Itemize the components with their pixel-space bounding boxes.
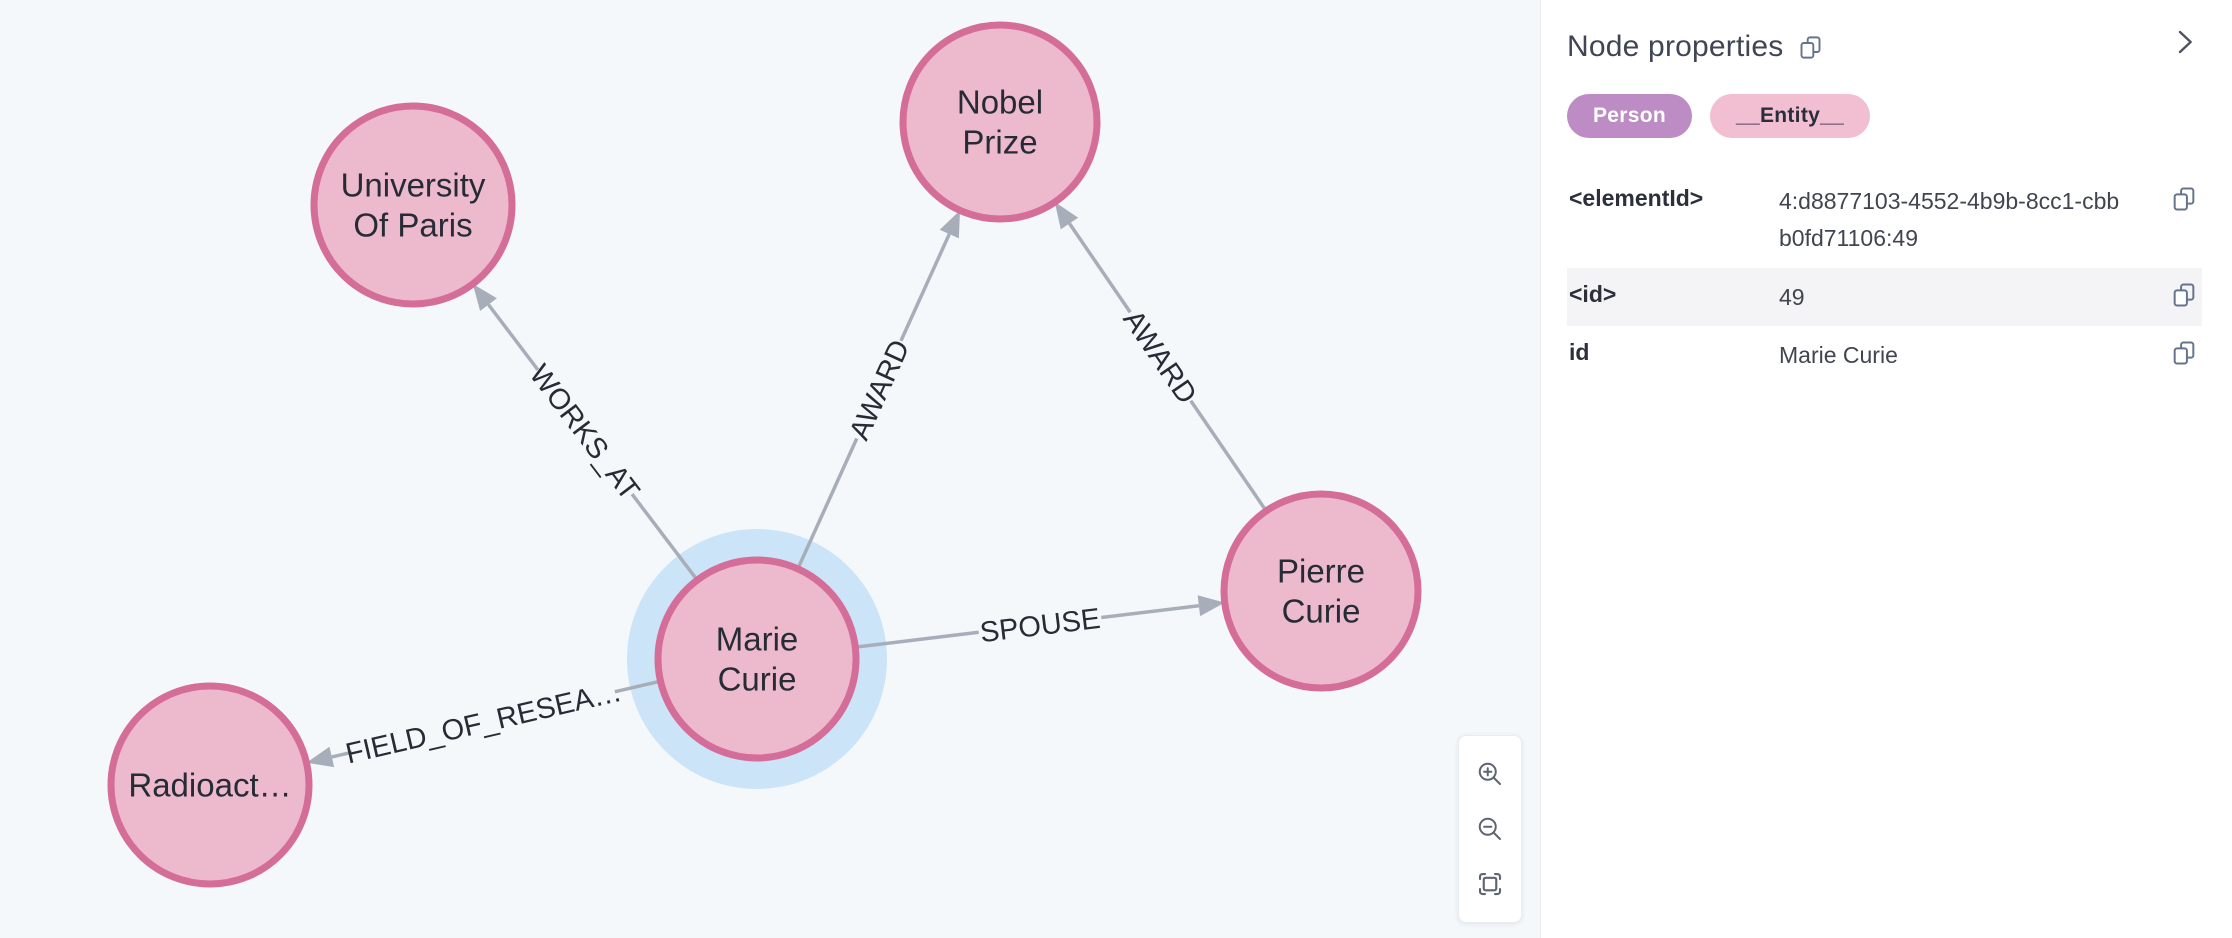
node-caption: Curie (1282, 593, 1361, 630)
node-caption: Marie (716, 621, 799, 658)
copy-icon (2170, 281, 2198, 309)
copy-value-button[interactable] (2170, 281, 2198, 309)
graph-svg: WORKS_AT AWARD AWARD SPOUSE FIELD_OF_RESEA… U… (107, 21, 1422, 888)
node-caption: Of Paris (353, 207, 472, 244)
chevron-right-icon (2168, 26, 2200, 58)
collapse-panel-button[interactable] (2168, 26, 2200, 58)
property-row-id-internal: <id> 49 (1567, 267, 2202, 327)
copy-value-button[interactable] (2170, 185, 2198, 213)
arrowhead (1197, 595, 1225, 617)
fit-view-icon (1475, 869, 1505, 899)
relationship-caption: WORKS_AT (523, 359, 646, 506)
graph-canvas[interactable]: WORKS_AT AWARD AWARD SPOUSE FIELD_OF_RESEA… U… (0, 0, 1540, 938)
node-circle (1220, 490, 1422, 692)
property-key: id (1569, 339, 1590, 366)
node-circle (310, 102, 516, 308)
node-circle (899, 21, 1101, 223)
copy-icon (1797, 34, 1824, 61)
property-row-elementid: <elementId> 4:d8877103-4552-4b9b-8cc1-cb… (1567, 172, 2202, 268)
node-labels: Person __Entity__ (1567, 94, 2202, 138)
property-value: 4:d8877103-4552-4b9b-8cc1-cbbb0fd71106:4… (1779, 188, 2120, 251)
copy-value-button[interactable] (2170, 339, 2198, 367)
relationship-works-at[interactable]: WORKS_AT (472, 283, 699, 582)
property-value: 49 (1779, 283, 1805, 310)
node-circle (654, 556, 860, 762)
graph-node-radioactivity[interactable]: Radioact… (107, 682, 313, 888)
relationship-caption-bg (838, 332, 920, 447)
node-caption: Curie (718, 661, 797, 698)
property-key: <id> (1569, 280, 1617, 307)
zoom-toolbar (1458, 735, 1522, 923)
arrowhead (472, 283, 497, 311)
panel-title: Node properties (1567, 30, 1784, 63)
magnifier-minus-icon (1475, 814, 1505, 844)
relationship-award-pierre[interactable]: AWARD (1054, 202, 1268, 512)
property-key: <elementId> (1569, 185, 1704, 211)
relationship-caption-bg (1113, 300, 1208, 413)
property-value: Marie Curie (1779, 342, 1898, 369)
relationship-field-of-research[interactable]: FIELD_OF_RESEA… (306, 671, 661, 773)
node-circle (107, 682, 313, 888)
node-caption: Pierre (1277, 553, 1365, 590)
copy-all-properties-button[interactable] (1797, 34, 1824, 61)
node-caption: Nobel (957, 84, 1043, 121)
relationship-caption-bg (976, 597, 1104, 653)
arrowhead (306, 746, 335, 768)
relationship-caption-bg (521, 357, 649, 507)
arrowhead (939, 210, 961, 239)
copy-icon (2170, 185, 2198, 213)
relationship-award-marie[interactable]: AWARD (796, 210, 961, 570)
relationship-caption: AWARD (844, 335, 917, 445)
relationship-caption: FIELD_OF_RESEA… (343, 676, 625, 771)
node-properties-panel: Node properties Person __Entity__ <eleme… (1540, 0, 2232, 938)
arrowhead (1054, 202, 1079, 230)
relationship-caption-bg (347, 672, 620, 772)
node-caption: University (341, 167, 486, 204)
fit-to-screen-button[interactable] (1473, 867, 1507, 901)
label-badge-person[interactable]: Person (1567, 94, 1692, 138)
panel-header: Node properties (1567, 30, 2202, 64)
property-row-id: id Marie Curie (1567, 326, 2202, 385)
label-badge-entity[interactable]: __Entity__ (1710, 94, 1871, 138)
zoom-in-button[interactable] (1473, 757, 1507, 791)
zoom-out-button[interactable] (1473, 812, 1507, 846)
property-list: <elementId> 4:d8877103-4552-4b9b-8cc1-cb… (1567, 172, 2202, 385)
relationship-spouse[interactable]: SPOUSE (855, 595, 1225, 653)
node-caption: Prize (962, 124, 1037, 161)
magnifier-plus-icon (1475, 759, 1505, 789)
node-caption: Radioact… (128, 767, 291, 804)
copy-icon (2170, 339, 2198, 367)
